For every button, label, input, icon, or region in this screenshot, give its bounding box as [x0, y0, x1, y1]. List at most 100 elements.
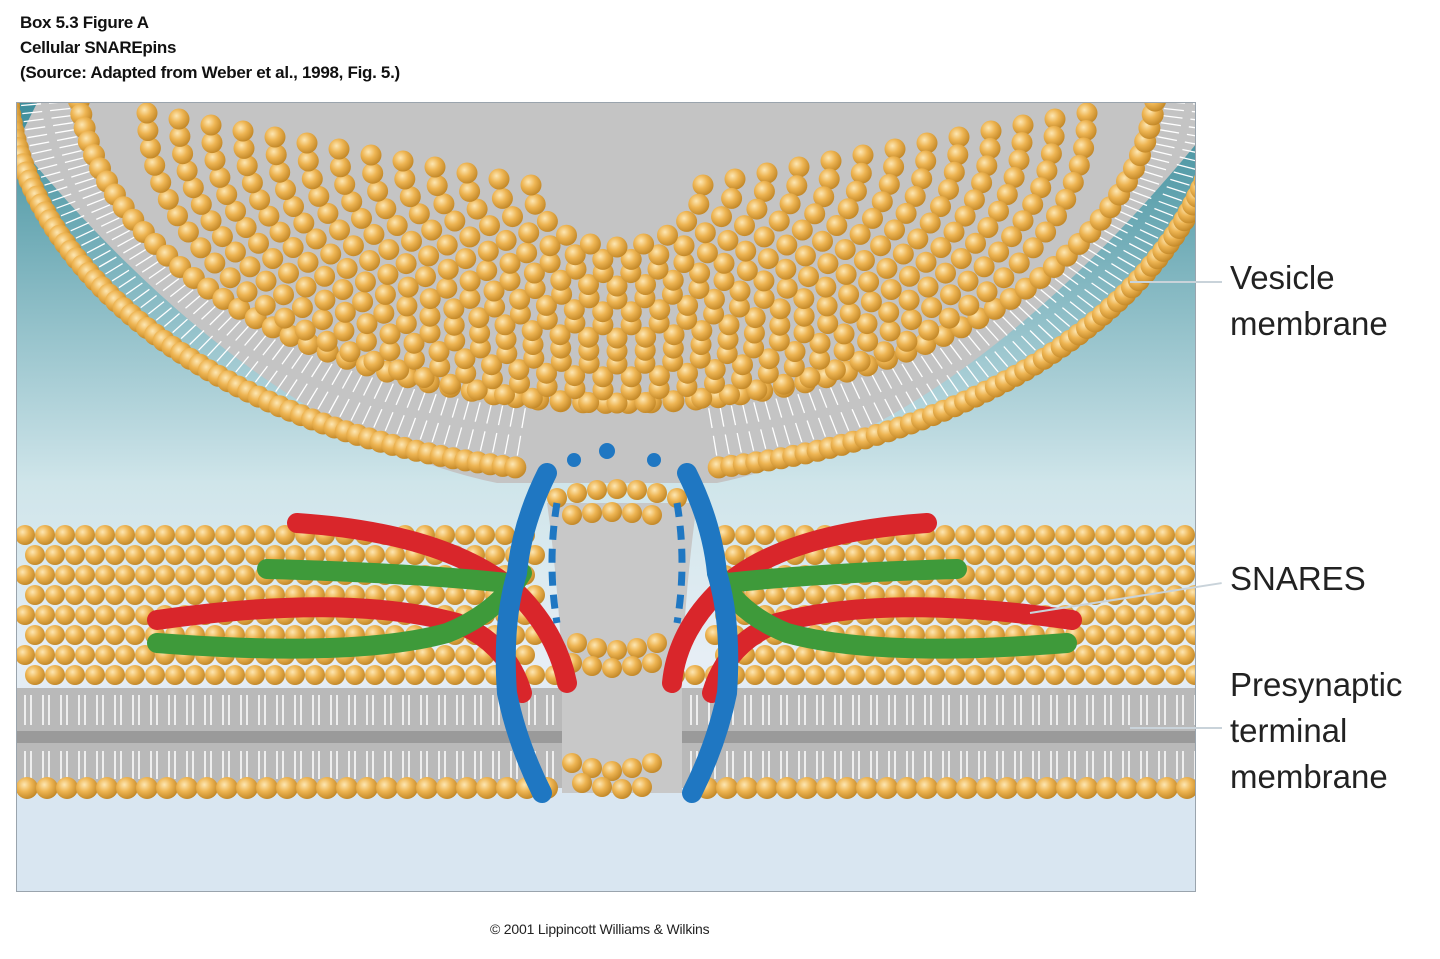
lipid-tail — [851, 408, 861, 428]
lipid-head — [925, 665, 945, 685]
lipid-head — [325, 665, 345, 685]
lipid-head — [1156, 777, 1178, 799]
lipid-head — [294, 319, 316, 341]
lipid-head — [884, 219, 905, 241]
lipid-tail — [1176, 163, 1195, 170]
lipid-head — [535, 294, 557, 316]
lipid-head — [993, 267, 1015, 289]
lipid-tail — [106, 223, 125, 234]
lipid-head — [724, 168, 746, 190]
lipid-head — [539, 252, 561, 273]
lipid-head — [791, 219, 813, 241]
lipid-tail — [771, 427, 779, 447]
lipid-head — [1076, 777, 1098, 799]
lipid-tail — [74, 177, 95, 185]
lipid-head — [729, 280, 751, 302]
lipid-head — [518, 222, 540, 244]
lipid-head — [721, 187, 743, 209]
lipid-head — [177, 221, 199, 243]
lipid-head — [635, 326, 657, 348]
lipid-head — [424, 156, 446, 178]
lipid-tail — [226, 320, 241, 336]
lipid-tail — [753, 402, 760, 422]
lipid-head — [75, 645, 95, 665]
lipid-head — [96, 777, 118, 799]
lipid-tail — [186, 695, 194, 725]
lipid-head — [1144, 103, 1166, 112]
lipid-head — [475, 525, 495, 545]
label-vesicle-line-1: Vesicle — [1230, 259, 1335, 296]
lipid-head — [65, 625, 85, 645]
lipid-head — [1025, 585, 1045, 605]
lipid-head — [725, 545, 745, 565]
lipid-head — [254, 294, 276, 316]
lipid-head — [375, 198, 397, 220]
lipid-head — [65, 545, 85, 565]
lipid-tail — [860, 377, 871, 396]
lipid-head — [873, 341, 895, 363]
lipid-head — [385, 665, 405, 685]
lipid-tail — [1154, 207, 1174, 217]
lipid-head — [476, 777, 498, 799]
lipid-head — [479, 215, 500, 237]
lipid-head — [374, 283, 396, 305]
lipid-head — [419, 288, 441, 310]
lipid-head — [239, 256, 261, 278]
lipid-head — [232, 120, 254, 142]
lipid-head — [1055, 525, 1075, 545]
snare-blue-fragment — [647, 453, 661, 467]
lipid-head — [1025, 545, 1045, 565]
lipid-head — [1075, 525, 1095, 545]
lipid-head — [849, 350, 871, 372]
lipid-tail — [1140, 751, 1148, 779]
lipid-tail — [406, 388, 416, 408]
lipid-head — [308, 185, 330, 207]
lipid-head — [905, 665, 925, 685]
lipid-head — [634, 392, 656, 413]
vesicle-leader-line — [1130, 281, 1222, 283]
lipid-head — [137, 120, 159, 141]
lipid-head — [215, 525, 235, 545]
lipid-tail — [301, 355, 314, 374]
lipid-head — [938, 179, 959, 200]
lipid-head — [904, 185, 926, 207]
lipid-tail — [930, 351, 943, 369]
lipid-tail — [1157, 136, 1178, 142]
lipid-head — [1125, 665, 1145, 685]
lipid-tail — [708, 408, 713, 429]
lipid-head — [1115, 605, 1135, 625]
lipid-head — [196, 777, 218, 799]
lipid-tail — [1136, 184, 1156, 193]
lipid-tail — [148, 266, 166, 280]
lipid-head — [150, 171, 172, 193]
lipid-head — [17, 777, 38, 799]
lipid-tail — [37, 163, 58, 171]
lipid-tail — [48, 186, 68, 194]
lipid-head — [334, 173, 356, 195]
lipid-head — [1175, 565, 1195, 585]
lipid-head — [735, 525, 755, 545]
lipid-head — [1145, 625, 1165, 645]
lipid-head — [732, 354, 753, 376]
lipid-head — [425, 585, 445, 605]
lipid-head — [415, 645, 435, 665]
lipid-tail — [155, 272, 173, 286]
lipid-head — [524, 193, 546, 215]
lipid-head — [312, 309, 333, 331]
lipid-tail — [25, 126, 46, 131]
lipid-tail — [1074, 260, 1093, 273]
lipid-head — [1022, 237, 1044, 259]
lipid-head — [363, 350, 385, 372]
lipid-head — [355, 330, 377, 352]
lipid-tail — [797, 393, 806, 414]
lipid-head — [938, 307, 960, 329]
lipid-head — [293, 212, 315, 234]
lipid-tail — [1158, 200, 1178, 209]
lipid-head — [523, 262, 545, 284]
lipid-tail — [1140, 695, 1148, 725]
lipid-head — [834, 239, 856, 260]
lipid-head — [314, 289, 336, 311]
lipid-tail — [162, 278, 180, 292]
lipid-tail — [285, 379, 298, 397]
lipid-head — [921, 297, 943, 318]
